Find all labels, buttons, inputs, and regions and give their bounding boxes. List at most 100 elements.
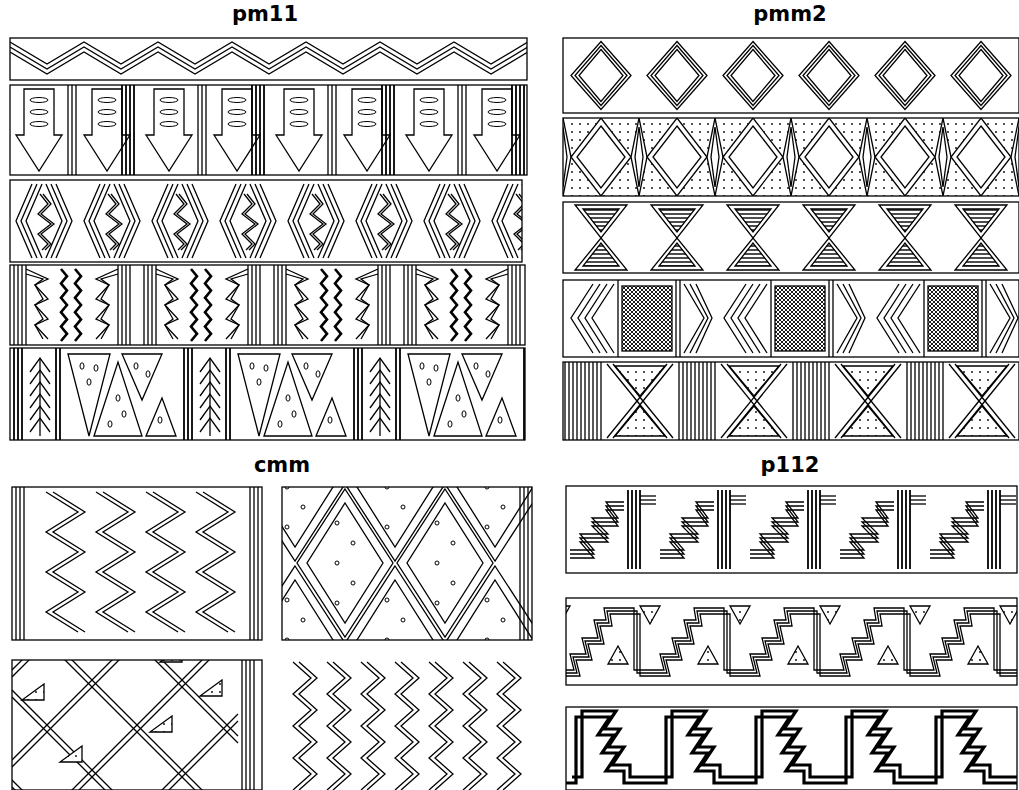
diamond-line <box>807 50 851 102</box>
zigzag-line <box>10 42 527 64</box>
dotted-triangle <box>615 406 665 436</box>
dotted-ground <box>563 118 1019 196</box>
crosshatch-block <box>775 286 825 351</box>
diamond-line <box>653 126 701 188</box>
step-line <box>570 506 624 554</box>
step-line <box>910 499 926 500</box>
hatched-triangle <box>811 209 847 232</box>
vertical-line <box>828 362 829 440</box>
chevron-line <box>891 284 913 353</box>
step-line <box>840 502 894 550</box>
lattice-line <box>12 660 238 677</box>
diamond-dot <box>501 505 505 509</box>
x-line <box>721 364 781 438</box>
pm11-band-3-motifs <box>16 184 522 258</box>
hatched-triangle <box>887 209 923 232</box>
chevron-line <box>745 284 767 353</box>
zigzag-line <box>497 662 515 790</box>
diamond-line <box>799 118 859 196</box>
pmm2-band-1-frame <box>563 38 1019 113</box>
vertical-line <box>981 280 982 357</box>
arrow-dot <box>290 98 308 103</box>
pmm2-band-5-frame <box>563 362 1019 440</box>
vertical-line <box>572 362 573 440</box>
vertical-line <box>576 362 577 440</box>
group-heading: p112 <box>761 452 820 478</box>
pm11-band-4-frame <box>10 265 525 345</box>
hatched-triangle <box>735 243 771 266</box>
feather-line <box>370 418 390 432</box>
dotted-triangle <box>957 406 1007 436</box>
pmm2-band-2-frame <box>563 118 1019 196</box>
chevron-line <box>731 284 753 353</box>
diamond-dot <box>401 618 405 622</box>
vertical-line <box>811 490 813 569</box>
triangle-dot <box>257 379 261 385</box>
step-line <box>910 495 926 496</box>
chevron-line <box>690 284 708 353</box>
vertical-line <box>129 265 130 345</box>
p112-band-1 <box>566 486 1019 573</box>
cmm-panel-4 <box>293 662 521 790</box>
vertical-line <box>812 362 813 440</box>
sawtooth-line <box>231 274 248 339</box>
dotted-triangle <box>60 746 82 762</box>
vertical-line <box>942 362 943 440</box>
dotted-triangle <box>698 646 718 664</box>
vertical-line <box>381 85 383 175</box>
vertical-line <box>255 85 257 175</box>
vertical-line <box>411 265 412 345</box>
x-line <box>835 364 895 438</box>
diamond-dot <box>351 541 355 545</box>
step-line <box>930 502 984 550</box>
lightning-line <box>41 194 54 250</box>
zigzag-line <box>367 662 385 790</box>
diamond-line <box>647 118 707 196</box>
arrow-motif <box>474 89 520 171</box>
vertical-line <box>71 85 72 175</box>
pm11-band-2-motifs <box>16 85 524 175</box>
vertical-line <box>930 362 931 440</box>
dotted-triangle <box>968 646 988 664</box>
dotted-triangle <box>729 406 779 436</box>
vertical-line <box>15 487 16 640</box>
zigzag-line <box>146 492 178 632</box>
vertical-line <box>926 362 927 440</box>
dotted-triangle <box>910 606 930 624</box>
triangle-dot <box>304 363 308 369</box>
arrow-motif <box>84 89 130 171</box>
vertical-line <box>281 265 282 345</box>
diamond-line <box>407 503 483 623</box>
step-line <box>820 499 836 500</box>
step-line <box>930 506 984 554</box>
arrow-motif <box>146 89 192 171</box>
vertical-line <box>519 85 521 175</box>
hatched-triangle <box>963 209 999 232</box>
chevron-line <box>94 184 110 258</box>
chevron-line <box>366 184 382 258</box>
x-line <box>721 364 781 438</box>
triangle-dot <box>134 363 138 369</box>
p112-band-3-frame <box>566 707 1017 790</box>
sawtooth-line <box>156 269 178 339</box>
chevron-line <box>328 184 344 258</box>
vertical-line <box>259 85 261 175</box>
arrow-dot <box>290 110 308 115</box>
chevron-line <box>152 184 168 258</box>
vertical-line <box>125 85 127 175</box>
zigzag-line <box>463 662 481 790</box>
x-line <box>835 364 895 438</box>
pm11-band-4 <box>10 265 525 345</box>
dotted-triangle <box>1000 606 1017 624</box>
vertical-line <box>995 490 997 569</box>
diamond-line <box>935 118 951 196</box>
wavy-line <box>321 269 327 341</box>
vertical-line <box>897 490 899 569</box>
diamond-line <box>563 118 571 196</box>
chevron-line <box>884 284 906 353</box>
arrow-dot <box>420 98 438 103</box>
chevron-line <box>571 284 593 353</box>
vertical-line <box>381 265 382 345</box>
arrow-dot <box>420 110 438 115</box>
